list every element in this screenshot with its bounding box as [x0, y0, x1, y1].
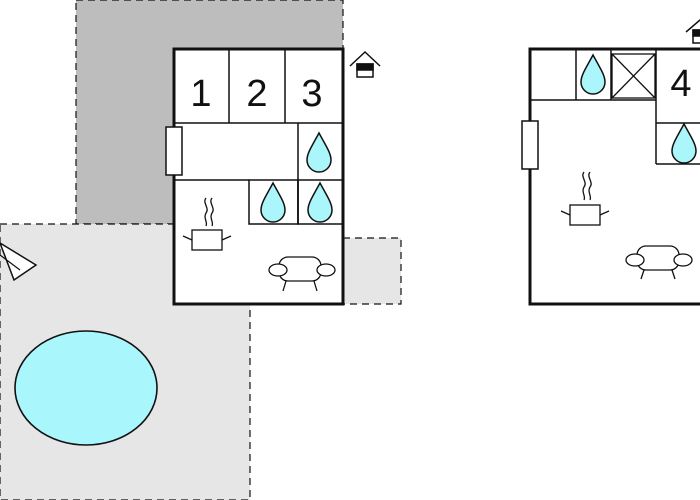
water-drop-icon — [307, 181, 333, 223]
water-drop-icon — [671, 122, 697, 164]
room-label-4: 4 — [670, 63, 691, 105]
sofa-icon — [268, 256, 336, 292]
water-drop-icon — [580, 53, 606, 95]
kitchen-pot-icon — [560, 171, 610, 226]
umbrella-icon — [0, 242, 38, 282]
house-2: 4 — [521, 19, 700, 306]
storage-x-icon — [611, 53, 656, 99]
terrace-side-area — [342, 237, 402, 305]
pool-icon — [14, 330, 158, 446]
house-1: 1 2 3 — [165, 47, 381, 306]
room-label-1: 1 — [190, 73, 211, 115]
room-label-2: 2 — [246, 73, 267, 115]
entrance-house-icon — [349, 50, 381, 78]
kitchen-pot-icon — [182, 197, 232, 251]
window-icon — [521, 120, 539, 170]
entrance-house-icon — [685, 19, 700, 44]
room-label-3: 3 — [301, 73, 322, 115]
sofa-icon — [625, 245, 693, 280]
window-icon — [165, 126, 183, 176]
water-drop-icon — [260, 181, 286, 223]
water-drop-icon — [306, 131, 332, 173]
